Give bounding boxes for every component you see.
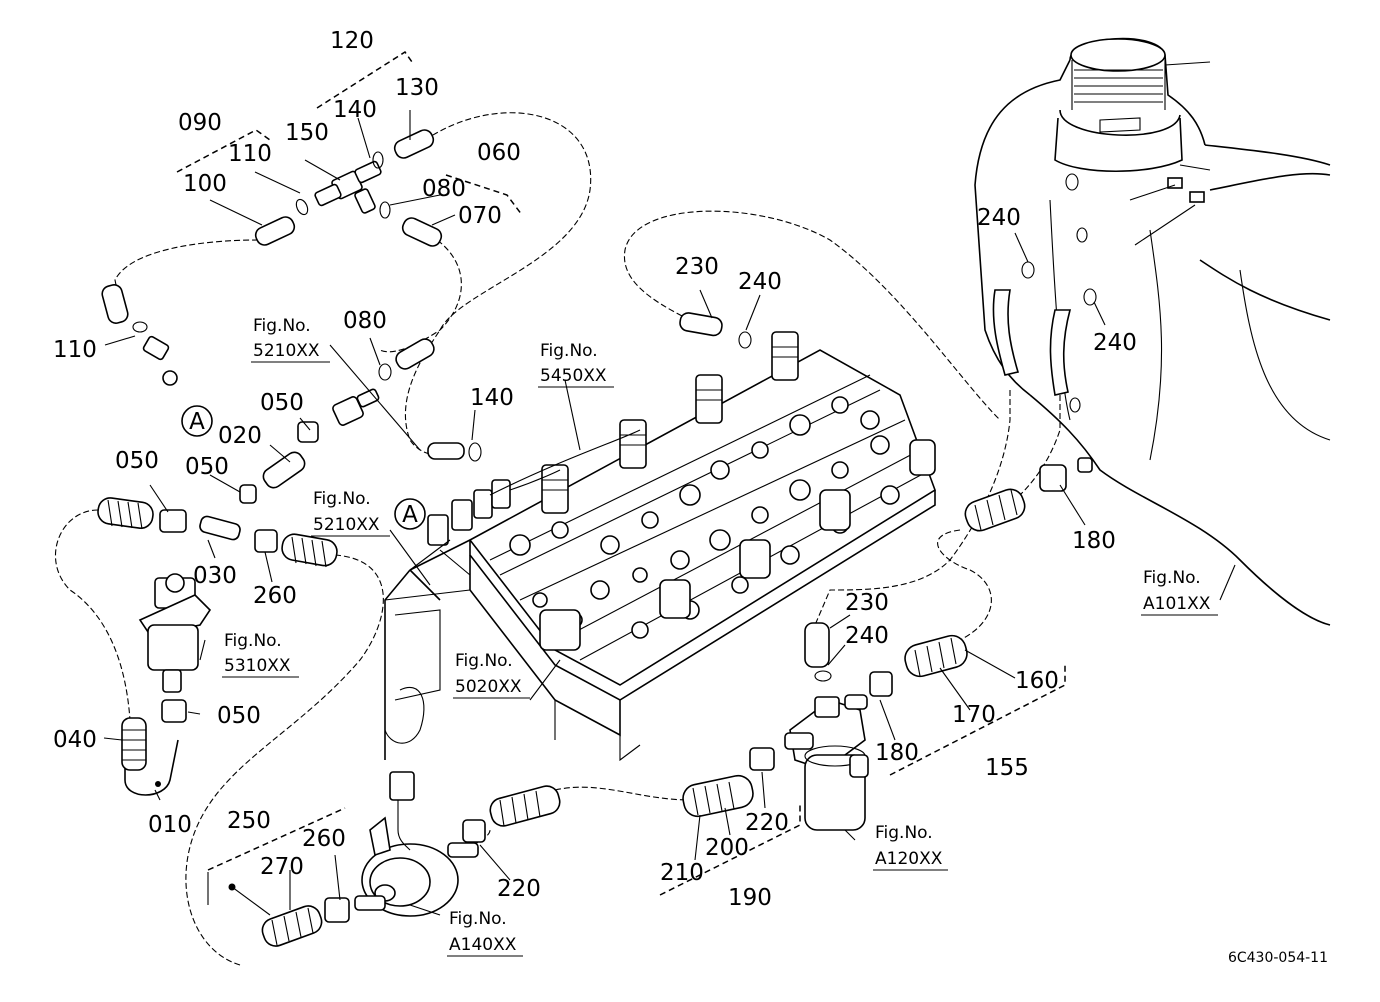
part-label: 020: [218, 423, 262, 449]
part-label: 190: [728, 885, 772, 911]
svg-text:Fig.No.: Fig.No.: [313, 489, 371, 509]
part-label: 130: [395, 75, 439, 101]
part-label: 270: [260, 854, 304, 880]
fuel-lines: [54, 112, 1061, 966]
electric-fuel-pump: [228, 771, 561, 947]
head-bolt-holes: [509, 396, 900, 639]
part-label: 200: [705, 835, 749, 861]
fig-ref-a101: Fig.No. A101XX: [1141, 568, 1218, 616]
svg-text:A140XX: A140XX: [449, 935, 517, 955]
part-label: 260: [302, 826, 346, 852]
part-label: 160: [1015, 668, 1059, 694]
part-label: 240: [738, 269, 782, 295]
svg-text:Fig.No.: Fig.No.: [253, 316, 311, 336]
fuel-tank: [974, 37, 1331, 626]
fig-ref-5210-upper: Fig.No. 5210XX: [251, 316, 330, 363]
callout-marker-a: A: [181, 405, 213, 437]
part-label: 180: [1072, 528, 1116, 554]
part-label: 230: [845, 590, 889, 616]
part-label: 140: [333, 97, 377, 123]
part-label: 010: [148, 812, 192, 838]
part-label: 220: [745, 810, 789, 836]
part-label: 180: [875, 740, 919, 766]
injection-pump-cluster: [409, 429, 641, 576]
part-number-labels: 120 130 140 150 090 110 100 060 080 070 …: [53, 28, 1137, 911]
part-label: 150: [285, 120, 329, 146]
part-label: 080: [343, 308, 387, 334]
part-label: 170: [952, 702, 996, 728]
fig-ref-a140: Fig.No. A140XX: [447, 909, 523, 957]
svg-text:Fig.No.: Fig.No.: [875, 823, 933, 843]
part-label: 210: [660, 860, 704, 886]
fuel-injectors: [541, 331, 799, 514]
svg-text:5210XX: 5210XX: [253, 341, 320, 361]
part-label: 080: [422, 176, 466, 202]
part-label: 240: [977, 205, 1021, 231]
callout-marker-a: A: [394, 498, 426, 530]
svg-text:A101XX: A101XX: [1143, 594, 1211, 614]
part-label: 240: [1093, 330, 1137, 356]
part-label: 110: [53, 337, 97, 363]
fuel-filter: [682, 622, 968, 831]
callout-a-label-1: A: [189, 409, 205, 435]
part-label: 050: [115, 448, 159, 474]
part-label: 220: [497, 876, 541, 902]
part-label: 260: [253, 583, 297, 609]
part-label: 100: [183, 171, 227, 197]
fig-ref-5310: Fig.No. 5310XX: [222, 631, 299, 678]
mid-fittings: [97, 338, 482, 568]
svg-text:5020XX: 5020XX: [455, 677, 522, 697]
fig-ref-5020: Fig.No. 5020XX: [453, 651, 530, 699]
part-label: 050: [185, 454, 229, 480]
part-label: 240: [845, 623, 889, 649]
svg-text:Fig.No.: Fig.No.: [455, 651, 513, 671]
fuel-solenoid-5310: [121, 573, 212, 796]
svg-text:A120XX: A120XX: [875, 849, 943, 869]
part-label: 110: [228, 141, 272, 167]
part-label: 050: [217, 703, 261, 729]
leader-lines: [103, 110, 1236, 916]
tank-return-hoses: [679, 261, 1097, 532]
part-label: 040: [53, 727, 97, 753]
part-label: 050: [260, 390, 304, 416]
part-label: 070: [458, 203, 502, 229]
part-label: 120: [330, 28, 374, 54]
part-label: 155: [985, 755, 1029, 781]
svg-text:5210XX: 5210XX: [313, 515, 380, 535]
drawing-reference-code: 6C430-054-11: [1228, 950, 1328, 966]
part-label: 090: [178, 110, 222, 136]
part-label: 140: [470, 385, 514, 411]
group-brackets: [176, 50, 1066, 905]
part-label: 030: [193, 563, 237, 589]
fig-ref-5450: Fig.No. 5450XX: [538, 341, 614, 388]
figure-references: Fig.No. 5210XX Fig.No. 5450XX Fig.No. 52…: [222, 316, 1218, 957]
part-label: 060: [477, 140, 521, 166]
svg-text:Fig.No.: Fig.No.: [449, 909, 507, 929]
fig-ref-a120: Fig.No. A120XX: [873, 823, 948, 871]
part-label: 230: [675, 254, 719, 280]
svg-text:Fig.No.: Fig.No.: [1143, 568, 1201, 588]
fig-ref-5210-lower: Fig.No. 5210XX: [311, 489, 390, 537]
engine-cylinder-head: [384, 349, 936, 762]
part-label: 250: [227, 808, 271, 834]
svg-text:5450XX: 5450XX: [540, 366, 607, 386]
callout-a-label-2: A: [402, 502, 418, 528]
svg-text:Fig.No.: Fig.No.: [540, 341, 598, 361]
svg-text:5310XX: 5310XX: [224, 656, 291, 676]
svg-text:Fig.No.: Fig.No.: [224, 631, 282, 651]
